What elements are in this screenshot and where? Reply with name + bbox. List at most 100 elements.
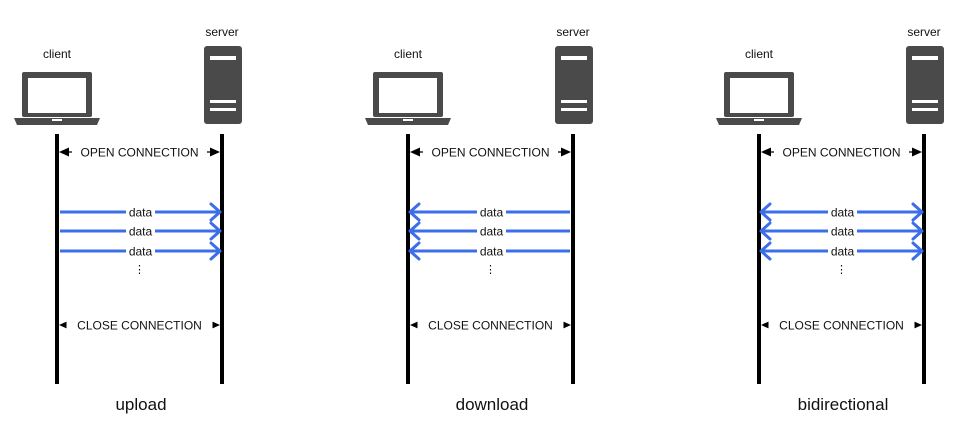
open-connection-message: OPEN CONNECTION (410, 145, 571, 160)
open-connection-message: OPEN CONNECTION (761, 145, 922, 160)
server-label: server (205, 25, 238, 39)
label-background (72, 145, 207, 159)
client-label: client (745, 47, 774, 61)
close-connection-message: CLOSE CONNECTION (410, 318, 571, 333)
data-arrowhead (911, 241, 924, 261)
data-arrowhead (759, 241, 772, 261)
ellipsis: ⋮ (134, 264, 145, 276)
server-drive-bay (210, 56, 236, 60)
server-body (204, 46, 242, 124)
client-label: client (394, 47, 423, 61)
data-label: data (129, 206, 153, 220)
data-message: data (408, 202, 570, 222)
data-label: data (129, 225, 153, 239)
server-slot (210, 100, 236, 103)
data-message: data (759, 221, 924, 241)
data-label: data (129, 245, 153, 259)
data-message: data (60, 241, 222, 261)
label-background (828, 224, 857, 237)
close-connection-message: CLOSE CONNECTION (761, 318, 922, 333)
diagram-caption: bidirectional (798, 395, 889, 414)
server-slot (561, 100, 587, 103)
laptop-trackpad (52, 119, 62, 121)
laptop-trackpad (754, 119, 764, 121)
data-message: data (60, 221, 222, 241)
arrowhead (761, 147, 771, 157)
ellipsis: ⋮ (836, 264, 847, 276)
label-background (126, 205, 155, 218)
server-slot (912, 100, 938, 103)
diagram-caption: upload (115, 395, 166, 414)
data-message: data (60, 202, 222, 222)
laptop-icon (14, 72, 100, 125)
label-background (423, 145, 558, 159)
data-message: data (759, 202, 924, 222)
data-message: data (408, 221, 570, 241)
laptop-base (365, 118, 451, 125)
server-label: server (907, 25, 940, 39)
close-connection-label: CLOSE CONNECTION (779, 319, 904, 333)
laptop-base (716, 118, 802, 125)
server-tower-icon (555, 46, 593, 124)
diagram-caption: download (456, 395, 529, 414)
label-background (477, 205, 506, 218)
data-arrowhead (759, 221, 772, 241)
label-background (126, 244, 155, 257)
server-label: server (556, 25, 589, 39)
server-body (555, 46, 593, 124)
data-label: data (831, 225, 855, 239)
close-connection-label: CLOSE CONNECTION (77, 319, 202, 333)
close-connection-label: CLOSE CONNECTION (428, 319, 553, 333)
laptop-trackpad (403, 119, 413, 121)
laptop-icon (716, 72, 802, 125)
server-tower-icon (906, 46, 944, 124)
data-arrowhead (911, 221, 924, 241)
arrowhead (410, 147, 420, 157)
laptop-screen (730, 78, 788, 113)
label-background (66, 318, 213, 332)
data-label: data (480, 225, 504, 239)
data-arrowhead (209, 241, 222, 261)
label-background (828, 244, 857, 257)
server-slot (912, 108, 938, 111)
data-message: data (759, 241, 924, 261)
close-connection-message: CLOSE CONNECTION (59, 318, 220, 333)
open-connection-label: OPEN CONNECTION (80, 146, 198, 160)
data-arrowhead (759, 202, 772, 222)
server-drive-bay (561, 56, 587, 60)
data-arrowhead (209, 202, 222, 222)
server-tower-icon (204, 46, 242, 124)
data-label: data (831, 206, 855, 220)
arrowhead (912, 147, 922, 157)
data-arrowhead (408, 221, 421, 241)
client-label: client (43, 47, 72, 61)
laptop-screen (379, 78, 437, 113)
data-label: data (480, 245, 504, 259)
data-message: data (408, 241, 570, 261)
label-background (828, 205, 857, 218)
arrowhead (59, 147, 69, 157)
server-drive-bay (912, 56, 938, 60)
data-label: data (831, 245, 855, 259)
server-body (906, 46, 944, 124)
arrowhead (561, 147, 571, 157)
server-slot (561, 108, 587, 111)
label-background (477, 244, 506, 257)
data-arrowhead (408, 202, 421, 222)
arrowhead (210, 147, 220, 157)
open-connection-label: OPEN CONNECTION (431, 146, 549, 160)
label-background (417, 318, 564, 332)
open-connection-label: OPEN CONNECTION (782, 146, 900, 160)
data-arrowhead (209, 221, 222, 241)
ellipsis: ⋮ (485, 264, 496, 276)
label-background (768, 318, 915, 332)
label-background (126, 224, 155, 237)
laptop-screen (28, 78, 86, 113)
label-background (477, 224, 506, 237)
open-connection-message: OPEN CONNECTION (59, 145, 220, 160)
laptop-icon (365, 72, 451, 125)
